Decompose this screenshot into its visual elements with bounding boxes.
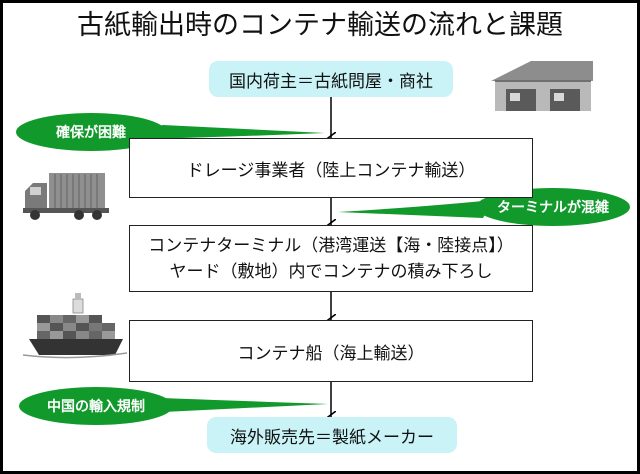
issue-callout-securing: 確保が困難 [16,113,325,151]
container-ship-icon [22,293,128,359]
step-buyer: 海外販売先＝製紙メーカー [207,417,457,453]
step-drayage: ドレージ事業者（陸上コンテナ輸送） [129,138,533,198]
container-truck-icon [23,173,109,220]
issue-callout-china: 中国の輸入規制 [19,387,328,425]
step-terminal-line1: コンテナターミナル（港湾運送【海・陸接点】） [148,235,514,256]
step-terminal-line2: ヤード（敷地）内でコンテナの積み下ろし [169,261,493,282]
step-buyer-label: 海外販売先＝製紙メーカー [230,427,434,448]
step-shipper: 国内荷主＝古紙問屋・商社 [209,61,453,97]
diagram-title: 古紙輸出時のコンテナ輸送の流れと課題 [77,10,563,41]
warehouse-icon [491,61,593,111]
step-ship: コンテナ船（海上輸送） [129,320,533,382]
flow-graphics: 確保が困難 ターミナルが混雑 中国の輸入規制 [16,61,630,425]
step-ship-label: コンテナ船（海上輸送） [237,343,425,364]
issue-label-congestion: ターミナルが混雑 [497,199,609,216]
issue-label-securing: 確保が困難 [56,124,126,141]
issue-label-china: 中国の輸入規制 [47,398,145,415]
step-drayage-label: ドレージ事業者（陸上コンテナ輸送） [186,160,476,181]
step-shipper-label: 国内荷主＝古紙問屋・商社 [229,71,433,92]
step-terminal: コンテナターミナル（港湾運送【海・陸接点】） ヤード（敷地）内でコンテナの積み下… [129,225,533,292]
